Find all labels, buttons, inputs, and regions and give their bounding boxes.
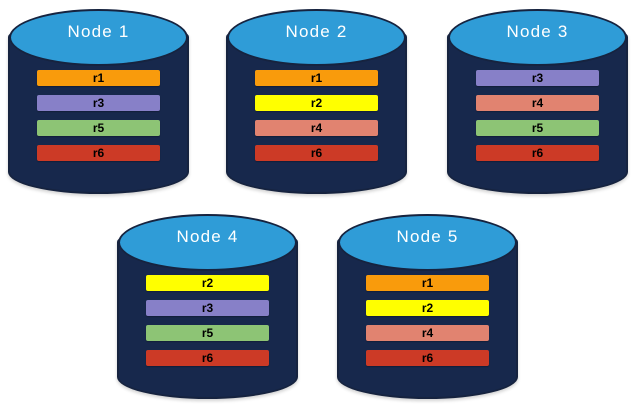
node-cylinder-top (338, 214, 517, 271)
record-bar-r3[interactable]: r3 (37, 95, 160, 111)
record-bar-r6[interactable]: r6 (476, 145, 599, 161)
record-bar-r2[interactable]: r2 (366, 300, 489, 316)
record-list: r1 r3 r5 r6 (37, 70, 160, 161)
node-cylinder-top (227, 9, 406, 66)
record-bar-r5[interactable]: r5 (37, 120, 160, 136)
record-bar-r2[interactable]: r2 (146, 275, 269, 291)
record-bar-r4[interactable]: r4 (255, 120, 378, 136)
record-bar-r3[interactable]: r3 (146, 300, 269, 316)
record-bar-r5[interactable]: r5 (146, 325, 269, 341)
record-list: r2 r3 r5 r6 (146, 275, 269, 366)
record-list: r1 r2 r4 r6 (255, 70, 378, 161)
record-list: r3 r4 r5 r6 (476, 70, 599, 161)
node-cylinder-top (118, 214, 297, 271)
record-bar-r1[interactable]: r1 (37, 70, 160, 86)
node-cylinder-top (9, 9, 188, 66)
record-bar-r4[interactable]: r4 (366, 325, 489, 341)
node-cylinder-top (448, 9, 627, 66)
record-bar-r3[interactable]: r3 (476, 70, 599, 86)
record-bar-r4[interactable]: r4 (476, 95, 599, 111)
record-bar-r5[interactable]: r5 (476, 120, 599, 136)
record-bar-r6[interactable]: r6 (146, 350, 269, 366)
record-bar-r6[interactable]: r6 (37, 145, 160, 161)
record-bar-r1[interactable]: r1 (366, 275, 489, 291)
record-list: r1 r2 r4 r6 (366, 275, 489, 366)
record-bar-r2[interactable]: r2 (255, 95, 378, 111)
record-bar-r6[interactable]: r6 (366, 350, 489, 366)
record-bar-r1[interactable]: r1 (255, 70, 378, 86)
record-bar-r6[interactable]: r6 (255, 145, 378, 161)
